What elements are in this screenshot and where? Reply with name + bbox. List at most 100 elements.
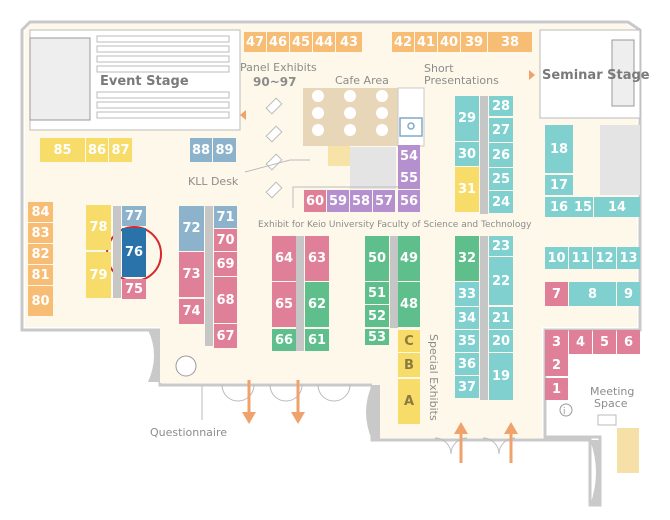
booth-8[interactable]: 8 [569, 282, 616, 306]
booth-52[interactable]: 52 [365, 305, 389, 327]
booth-34[interactable]: 34 [455, 307, 479, 329]
booth-30[interactable]: 30 [455, 142, 479, 166]
booth-21[interactable]: 21 [489, 307, 513, 329]
booth-84[interactable]: 84 [28, 202, 53, 222]
seminar-stage-platform [611, 39, 635, 107]
booth-85[interactable]: 85 [40, 138, 85, 162]
booth-35[interactable]: 35 [455, 330, 479, 352]
booth-23[interactable]: 23 [489, 236, 513, 256]
booth-61[interactable]: 61 [305, 329, 329, 351]
booth-42[interactable]: 42 [392, 32, 414, 52]
booth-18[interactable]: 18 [545, 125, 573, 173]
booth-50[interactable]: 50 [365, 236, 389, 281]
booth-32[interactable]: 32 [455, 236, 479, 281]
booth-65[interactable]: 65 [272, 282, 296, 327]
booth-48[interactable]: 48 [398, 282, 420, 327]
booth-16[interactable]: 16 [545, 197, 573, 217]
booth-70[interactable]: 70 [214, 229, 237, 251]
booth-67[interactable]: 67 [214, 324, 237, 348]
keio-exhibit-leader [292, 186, 420, 208]
booth-19[interactable]: 19 [489, 353, 513, 400]
booth-76[interactable]: 76 [122, 228, 146, 277]
booth-60[interactable]: 60 [304, 190, 326, 212]
booth-17[interactable]: 17 [545, 175, 573, 195]
booth-53[interactable]: 53 [365, 329, 389, 345]
booth-57[interactable]: 57 [373, 190, 395, 212]
booth-22[interactable]: 22 [489, 257, 513, 305]
booth-87[interactable]: 87 [109, 138, 132, 162]
booth-10[interactable]: 10 [545, 247, 568, 269]
booth-74[interactable]: 74 [179, 299, 204, 324]
pillar-right [590, 440, 600, 505]
booth-2[interactable]: 2 [545, 354, 568, 376]
cafe-table-icons [312, 90, 388, 136]
booth-13[interactable]: 13 [617, 247, 640, 269]
booth-72[interactable]: 72 [179, 206, 204, 251]
booth-9[interactable]: 9 [617, 282, 640, 306]
booth-41[interactable]: 41 [415, 32, 437, 52]
booth-63[interactable]: 63 [305, 236, 329, 281]
booth-3[interactable]: 3 [545, 330, 568, 354]
booth-11[interactable]: 11 [569, 247, 592, 269]
booth-28[interactable]: 28 [489, 96, 513, 116]
booth-27[interactable]: 27 [489, 118, 513, 142]
booth-68[interactable]: 68 [214, 277, 237, 323]
booth-46[interactable]: 46 [267, 32, 289, 52]
booth-31[interactable]: 31 [455, 167, 479, 212]
booth-83[interactable]: 83 [28, 223, 53, 243]
booth-54[interactable]: 54 [398, 145, 420, 167]
booth-66[interactable]: 66 [272, 329, 296, 351]
booth-15[interactable]: 15 [573, 197, 593, 217]
booth-89[interactable]: 89 [213, 138, 236, 162]
booth-25[interactable]: 25 [489, 168, 513, 190]
booth-7[interactable]: 7 [545, 282, 568, 306]
booth-82[interactable]: 82 [28, 244, 53, 264]
booth-43[interactable]: 43 [336, 32, 362, 52]
booth-37[interactable]: 37 [455, 376, 479, 398]
booth-36[interactable]: 36 [455, 353, 479, 375]
booth-38[interactable]: 38 [488, 32, 532, 52]
booth-5[interactable]: 5 [593, 330, 616, 354]
booth-56[interactable]: 56 [398, 190, 420, 212]
booth-55[interactable]: 55 [398, 167, 420, 189]
booth-49[interactable]: 49 [398, 236, 420, 281]
keio-exhibit-label: Exhibit for Keio University Faculty of S… [258, 220, 532, 230]
booth-58[interactable]: 58 [350, 190, 372, 212]
booth-39[interactable]: 39 [461, 32, 487, 52]
short-presentations-label-2: Presentations [424, 74, 499, 87]
booth-77[interactable]: 77 [122, 206, 146, 226]
booth-88[interactable]: 88 [190, 138, 212, 162]
booth-59[interactable]: 59 [327, 190, 349, 212]
booth-78[interactable]: 78 [86, 205, 111, 250]
booth-80[interactable]: 80 [28, 286, 53, 316]
booth-20[interactable]: 20 [489, 330, 513, 352]
booth-40[interactable]: 40 [438, 32, 460, 52]
booth-12[interactable]: 12 [593, 247, 616, 269]
booth-A[interactable]: A [398, 379, 420, 424]
booth-81[interactable]: 81 [28, 265, 53, 285]
booth-6[interactable]: 6 [617, 330, 640, 354]
booth-4[interactable]: 4 [569, 330, 592, 354]
panel-exhibits-label: Panel Exhibits [240, 61, 317, 74]
booth-45[interactable]: 45 [290, 32, 312, 52]
booth-62[interactable]: 62 [305, 282, 329, 327]
booth-69[interactable]: 69 [214, 252, 237, 276]
booth-24[interactable]: 24 [489, 191, 513, 213]
booth-86[interactable]: 86 [86, 138, 108, 162]
booth-B[interactable]: B [398, 353, 420, 377]
booth-14[interactable]: 14 [594, 197, 640, 217]
booth-64[interactable]: 64 [272, 236, 296, 281]
booth-71[interactable]: 71 [214, 206, 237, 228]
booth-75[interactable]: 75 [122, 279, 146, 299]
booth-1[interactable]: 1 [545, 378, 568, 400]
booth-26[interactable]: 26 [489, 143, 513, 167]
booth-C[interactable]: C [398, 330, 420, 352]
short-presentations-label-1: Short [424, 62, 454, 75]
booth-73[interactable]: 73 [179, 252, 204, 297]
booth-44[interactable]: 44 [313, 32, 335, 52]
booth-51[interactable]: 51 [365, 282, 389, 304]
booth-47[interactable]: 47 [244, 32, 266, 52]
booth-79[interactable]: 79 [86, 252, 111, 298]
booth-29[interactable]: 29 [455, 96, 479, 141]
booth-33[interactable]: 33 [455, 282, 479, 306]
